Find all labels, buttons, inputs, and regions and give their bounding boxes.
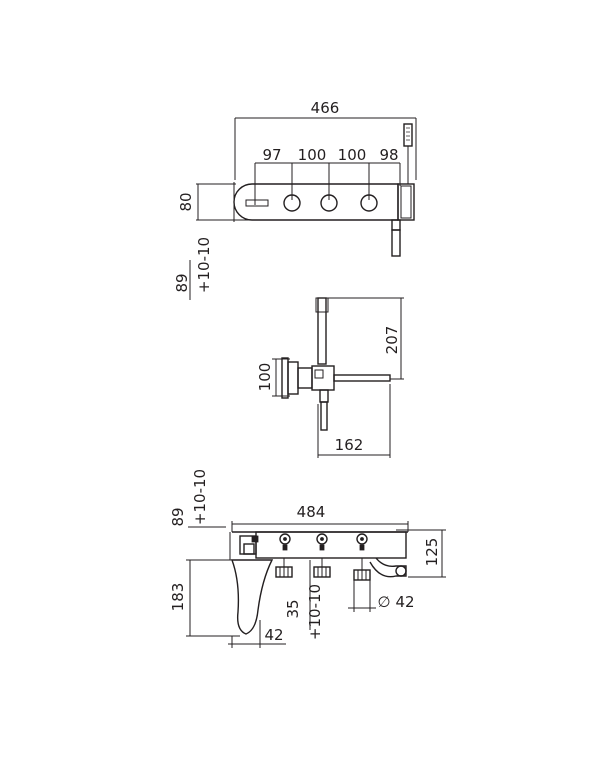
dim-height-125: 125 [423, 538, 441, 567]
dim-height-80: 80 [177, 192, 195, 211]
dim-wall-depth-89: 89 [173, 273, 191, 292]
dim-spacing-100b: 100 [338, 146, 367, 164]
dim-spacing-97: 97 [262, 146, 281, 164]
dim-overall-width-484: 484 [297, 503, 326, 521]
front-view: 89 +10-10 484 125 [169, 469, 446, 648]
dim-tolerance-front-top: +10-10 [191, 469, 209, 525]
knob-circle-1 [283, 194, 301, 212]
dim-depth-162: 162 [335, 436, 364, 454]
dim-diameter-symbol: ∅ [377, 593, 390, 611]
dim-spout-width-42: 42 [264, 626, 283, 644]
dim-tolerance-front-bottom: +10-10 [306, 584, 324, 640]
dim-overall-width: 466 [311, 99, 340, 117]
dim-height-207: 207 [383, 326, 401, 355]
dim-diameter-42: 42 [395, 593, 414, 611]
knob-circle-3 [360, 194, 378, 212]
dim-wall-depth-89-front: 89 [169, 507, 187, 526]
dim-spacing-100a: 100 [298, 146, 327, 164]
side-view: 207 100 162 [256, 297, 404, 458]
dim-offset-35: 35 [284, 599, 302, 618]
dim-spacing-98: 98 [379, 146, 398, 164]
dim-spout-height-183: 183 [169, 583, 187, 612]
dim-plate-height-100: 100 [256, 363, 274, 392]
dim-tolerance: +10-10 [195, 237, 213, 293]
top-view: 466 97 100 100 98 80 89 +10-10 [173, 99, 417, 300]
knob-circle-2 [320, 194, 338, 212]
